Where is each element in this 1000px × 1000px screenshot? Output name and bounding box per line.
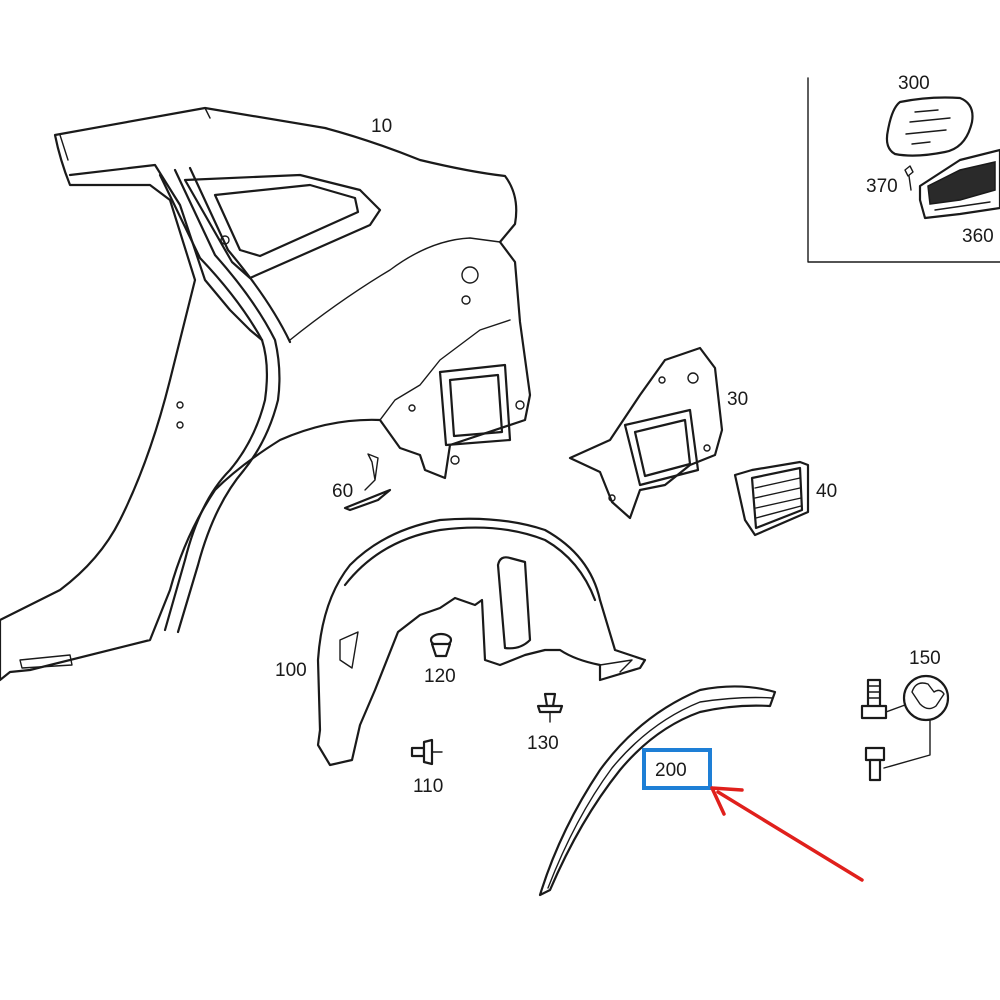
label-110: 110 [413,776,443,797]
bolt-set-150 [860,674,950,782]
clip-120 [429,632,453,658]
inner-panel-30 [568,346,724,520]
label-100: 100 [275,660,307,681]
screw-370 [904,165,914,191]
label-30: 30 [727,389,748,410]
vent-grille-40 [733,460,810,537]
label-200: 200 [655,760,687,781]
label-370: 370 [866,176,898,197]
label-120: 120 [424,666,456,687]
label-60: 60 [332,481,353,502]
red-arrow [710,786,864,882]
label-130: 130 [527,733,559,754]
label-300: 300 [898,73,930,94]
inset-panel [807,77,1000,263]
highlight-box [642,748,712,790]
push-pin-110 [410,738,443,766]
fuel-filler-flap [885,96,974,157]
fuel-filler-housing [918,148,1000,220]
arrow-shaft [716,790,864,882]
rear-quarter-panel [0,106,532,682]
highlighted-part-200: 200 [642,748,712,790]
wheel-arch-trim-200 [538,685,777,897]
wheel-arch-liner-100 [316,517,647,767]
label-10: 10 [371,116,392,137]
label-150: 150 [909,648,941,669]
push-pin-130 [536,692,564,723]
arrow-head [710,786,744,816]
part-60-marker [343,453,392,512]
label-360: 360 [962,226,994,247]
label-40: 40 [816,481,837,502]
